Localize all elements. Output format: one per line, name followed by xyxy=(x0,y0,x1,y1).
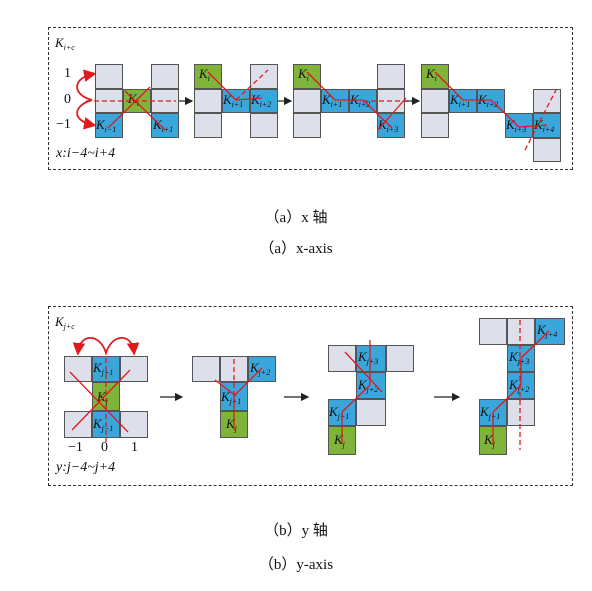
caption-a-en: （a）x-axis xyxy=(259,241,333,257)
grid-cell xyxy=(120,411,148,438)
label-k-i-plus-2: Ki+2 xyxy=(251,92,272,109)
y-range-label: y:j−4~j+4 xyxy=(56,460,116,475)
grid-cell xyxy=(421,89,449,113)
label-k-j-plus-3: Kj+3 xyxy=(509,349,530,366)
label-k-i: Ki xyxy=(298,66,309,83)
label-k-j-overlap: Kj xyxy=(484,432,495,449)
grid-cell xyxy=(250,64,278,89)
grid-cell xyxy=(328,345,356,372)
label-k-i-plus-2: Ki+2 xyxy=(478,92,499,109)
label-k-j-plus-1: Kj+1 xyxy=(329,404,350,421)
x-axis-panel xyxy=(48,27,573,170)
y-tick-minus-1: −1 xyxy=(68,440,83,455)
caption-a-cn: （a）x 轴 xyxy=(264,210,328,226)
caption-b-cn: （b）y 轴 xyxy=(264,523,328,539)
grid-cell xyxy=(194,89,222,113)
grid-cell xyxy=(507,399,535,426)
grid-cell xyxy=(507,318,535,345)
y-panel-corner-label: Kj+c xyxy=(55,314,75,331)
grid-cell xyxy=(64,411,92,438)
label-k-j-plus-1: Kj+1 xyxy=(480,404,501,421)
grid-cell xyxy=(356,399,386,426)
label-k-j-plus-1: Kj+1 xyxy=(93,360,114,377)
grid-cell xyxy=(194,113,222,138)
label-k-i-plus-4: Ki+4 xyxy=(534,117,555,134)
grid-cell xyxy=(293,89,321,113)
grid-cell xyxy=(192,356,220,382)
label-k-j: Kj xyxy=(97,389,108,406)
label-k-i-minus-1: Ki−1 xyxy=(96,117,117,134)
label-k-j-plus-3: Kj+3 xyxy=(358,349,379,366)
grid-cell xyxy=(377,89,405,113)
label-k-j: Kj xyxy=(334,432,345,449)
y-axis-panel xyxy=(48,306,573,486)
label-k-i-plus-1: Ki+1 xyxy=(450,92,471,109)
label-k-i: Ki xyxy=(199,66,210,83)
grid-cell xyxy=(386,345,414,372)
label-k-i-plus-2: Ki+2 xyxy=(350,92,371,109)
y-tick-1: 1 xyxy=(131,440,138,455)
grid-cell xyxy=(151,89,179,113)
caption-b-en: （b）y-axis xyxy=(258,557,334,573)
label-k-i-plus-1: Ki+1 xyxy=(153,117,174,134)
label-k-i-plus-1: Ki+1 xyxy=(223,92,244,109)
x-tick-minus-1: −1 xyxy=(56,117,71,132)
label-k-i: Ki xyxy=(128,91,139,108)
y-tick-0: 0 xyxy=(101,440,108,455)
grid-cell xyxy=(421,113,449,138)
grid-cell xyxy=(120,356,148,382)
grid-cell xyxy=(293,113,321,138)
grid-cell xyxy=(151,64,179,89)
label-k-j: Kj xyxy=(226,416,237,433)
x-tick-0: 0 xyxy=(64,92,71,107)
label-k-i-plus-3: Ki+3 xyxy=(506,117,527,134)
label-k-j-plus-2: Kj+2 xyxy=(250,360,271,377)
x-range-label: x:i−4~i+4 xyxy=(56,146,116,161)
grid-cell xyxy=(95,64,123,89)
grid-cell xyxy=(95,89,123,113)
grid-cell xyxy=(220,356,248,382)
label-k-j-plus-2: Kj+2 xyxy=(358,377,379,394)
label-k-j-plus-4: Kj+4 xyxy=(537,322,558,339)
label-k-j-minus-1: Kj−1 xyxy=(93,416,114,433)
grid-cell xyxy=(250,113,278,138)
label-k-i-plus-3: Ki+3 xyxy=(378,117,399,134)
x-tick-1: 1 xyxy=(64,66,71,81)
grid-cell xyxy=(64,356,92,382)
grid-cell xyxy=(533,138,561,162)
grid-cell xyxy=(533,89,561,113)
label-k-i: Ki xyxy=(426,66,437,83)
x-panel-corner-label: Ki+c xyxy=(55,35,75,52)
label-k-i-plus-1: Ki+1 xyxy=(322,92,343,109)
grid-cell xyxy=(479,318,507,345)
label-k-j-plus-1: Kj+1 xyxy=(221,389,242,406)
label-k-j-plus-2: Kj+2 xyxy=(509,377,530,394)
grid-cell xyxy=(377,64,405,89)
